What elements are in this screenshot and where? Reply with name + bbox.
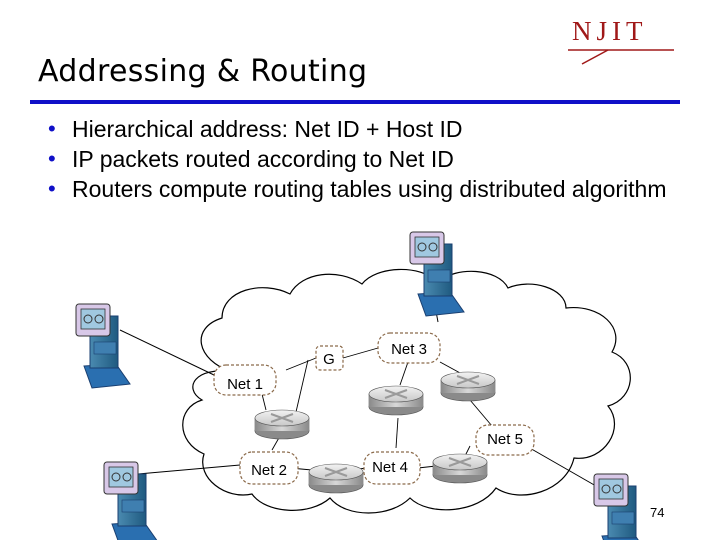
router-icon	[432, 453, 488, 484]
slide-number: 74	[650, 505, 665, 520]
title-divider	[30, 100, 680, 104]
svg-text:Net 5: Net 5	[487, 431, 523, 448]
router-icon	[254, 409, 310, 440]
bullet-icon: •	[48, 116, 56, 141]
slide-title: Addressing & Routing	[38, 54, 368, 89]
label-net-2: Net 2	[239, 451, 299, 485]
router-icon	[440, 371, 496, 402]
bullet-icon: •	[48, 176, 56, 201]
svg-text:Net 2: Net 2	[251, 462, 287, 479]
logo-text: NJIT	[572, 16, 648, 46]
bullet-icon: •	[48, 146, 56, 171]
svg-text:G: G	[323, 351, 335, 368]
label-gateway: G	[315, 345, 344, 371]
njit-logo: NJIT	[568, 16, 674, 65]
host-computer-icon	[103, 461, 159, 540]
bullet-item: •IP packets routed according to Net ID	[48, 146, 454, 172]
bullet-item: •Hierarchical address: Net ID + Host ID	[48, 116, 463, 142]
svg-text:Net 1: Net 1	[227, 376, 263, 393]
link-host1-net1	[119, 329, 215, 376]
router-icon	[308, 463, 364, 494]
label-net-1: Net 1	[213, 364, 277, 396]
label-net-3: Net 3	[377, 332, 441, 364]
link-host4-net5	[527, 446, 597, 487]
label-net-5: Net 5	[475, 424, 535, 456]
router-icon	[368, 385, 424, 416]
label-net-4: Net 4	[363, 451, 421, 485]
bullet-list: •Hierarchical address: Net ID + Host ID …	[48, 114, 668, 204]
host-computer-icon	[75, 303, 131, 389]
host-computer-icon	[593, 473, 649, 540]
link-host2-net2	[137, 464, 241, 475]
bullet-item: •Routers compute routing tables using di…	[48, 176, 667, 202]
svg-text:Net 3: Net 3	[391, 341, 427, 358]
svg-text:Net 4: Net 4	[372, 459, 408, 476]
